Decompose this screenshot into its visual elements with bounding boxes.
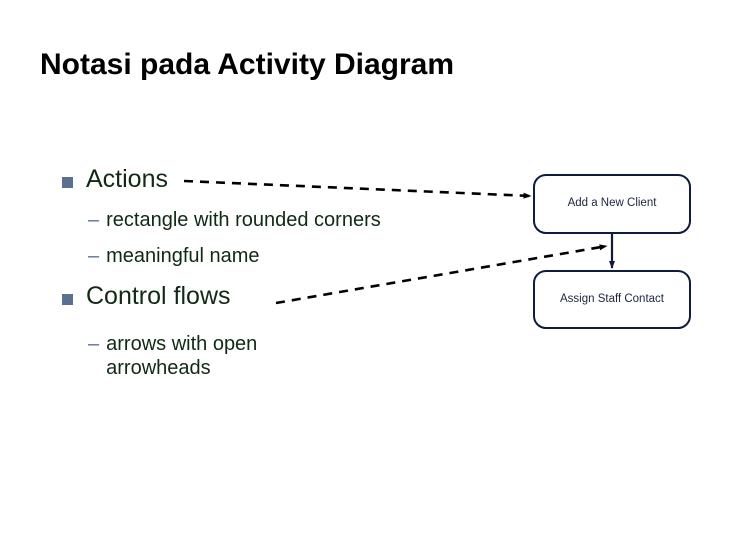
page-title: Notasi pada Activity Diagram <box>40 48 455 81</box>
activity-node-assign-staff: Assign Staff Contact <box>533 270 691 329</box>
bullet-actions: Actions <box>62 165 168 194</box>
activity-node-add-client: Add a New Client <box>533 174 691 234</box>
bullet-actions-label: Actions <box>86 165 168 193</box>
endash-icon: – <box>88 209 100 231</box>
endash-icon: – <box>88 245 100 267</box>
bullet-square-icon <box>62 177 73 188</box>
bullet-rectangle-label: rectangle with rounded corners <box>106 209 381 231</box>
activity-node-add-client-label: Add a New Client <box>567 197 657 210</box>
bullet-control-flows-label: Control flows <box>86 282 231 310</box>
callout-actions-line <box>183 179 532 199</box>
activity-node-assign-staff-label: Assign Staff Contact <box>560 292 664 305</box>
bullet-control-flows: Control flows <box>62 282 231 311</box>
bullet-meaningful-label: meaningful name <box>106 245 260 267</box>
endash-icon: – <box>88 333 100 355</box>
bullet-square-icon <box>62 294 73 305</box>
bullet-rectangle-rounded-corners: – rectangle with rounded corners <box>88 209 381 233</box>
bullet-arrows-open-arrowheads: – arrows with open arrowheads <box>88 333 257 380</box>
bullet-meaningful-name: – meaningful name <box>88 245 260 269</box>
bullet-arrows-label: arrows with open arrowheads <box>106 333 258 379</box>
